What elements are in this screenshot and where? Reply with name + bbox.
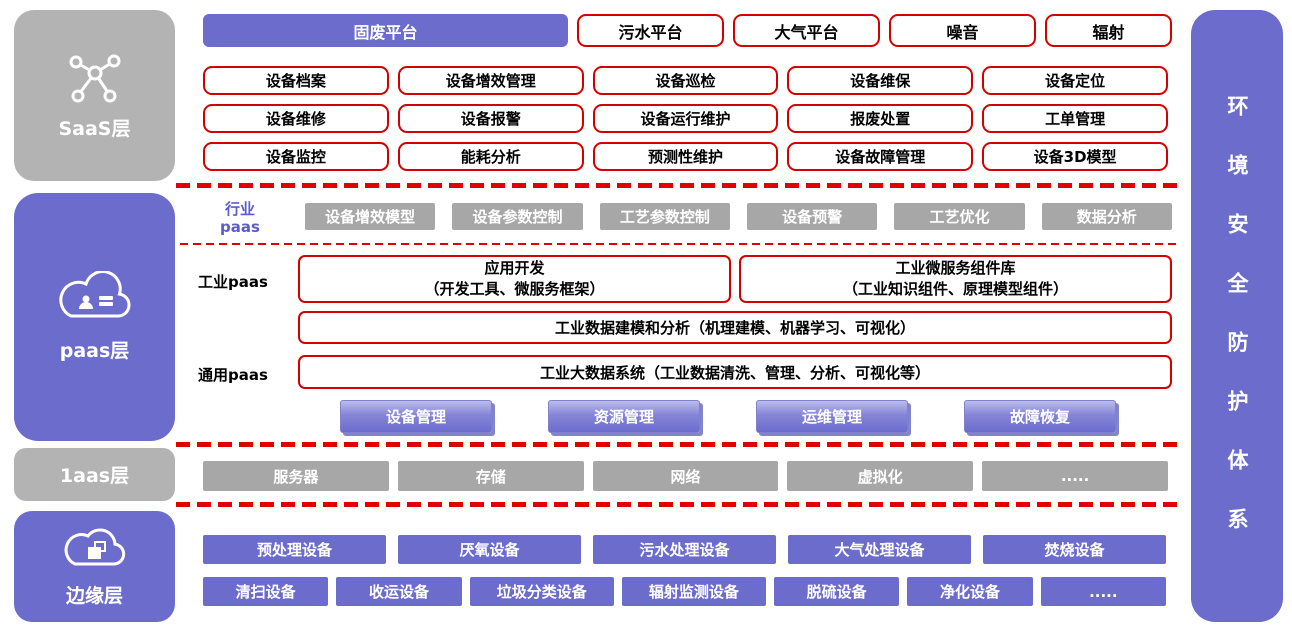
saas-module: 设备报警 [397,104,584,133]
app-development-box: 应用开发 （开发工具、微服务框架） [298,255,731,303]
security-system-bar: 环境安全防护体系 [1191,10,1283,622]
industry-paas-item: 工艺参数控制 [599,203,730,230]
saas-module: 设备监控 [203,142,389,171]
industry-paas-item: 工艺优化 [894,203,1025,230]
saas-grid-row: 设备档案 设备增效管理 设备巡检 设备维保 设备定位 [203,66,1168,95]
saas-grid-row: 设备维修 设备报警 设备运行维护 报废处置 工单管理 [203,104,1168,133]
ops-row: 设备管理 资源管理 运维管理 故障恢复 [340,400,1116,433]
platform-radiation: 辐射 [1045,14,1172,47]
iaas-network: 网络 [592,461,779,491]
general-paas-label: 通用paas [198,366,268,384]
saas-module-grid: 设备档案 设备增效管理 设备巡检 设备维保 设备定位 设备维修 设备报警 设备运… [203,66,1168,180]
layer-iaas: 1aas层 [14,448,175,501]
dashed-separator [176,183,1182,188]
iaas-row: 服务器 存储 网络 虚拟化 ..... [203,461,1168,491]
layer-edge-label: 边缘层 [65,584,123,607]
saas-module: 设备增效管理 [397,66,584,95]
edge-device: 大气处理设备 [788,535,971,564]
industrial-paas-label: 工业paas [198,273,268,291]
saas-module: 设备巡检 [592,66,779,95]
industry-paas-label-line1: 行业 [224,200,255,218]
layer-paas-label: paas层 [59,340,130,362]
iaas-virtualization: 虚拟化 [787,461,974,491]
platform-solid-waste: 固废平台 [203,14,568,47]
data-modeling-box: 工业数据建模和分析（机理建模、机器学习、可视化） [298,311,1172,344]
saas-module: 设备运行维护 [592,104,779,133]
industry-paas-row: 设备增效模型 设备参数控制 工艺参数控制 设备预警 工艺优化 数据分析 [305,203,1172,230]
ops-maintenance-management: 运维管理 [756,400,908,433]
microservice-library-box: 工业微服务组件库 （工业知识组件、原理模型组件） [739,255,1172,303]
edge-device: 污水处理设备 [593,535,776,564]
edge-device: 脱硫设备 [773,577,900,606]
edge-device: 净化设备 [907,577,1033,606]
dashed-separator [176,502,1182,507]
layer-saas-label: SaaS层 [58,117,131,140]
dashed-separator [176,442,1182,447]
saas-grid-row: 设备监控 能耗分析 预测性维护 设备故障管理 设备3D模型 [203,142,1168,171]
edge-device-row-1: 预处理设备 厌氧设备 污水处理设备 大气处理设备 焚烧设备 [203,535,1166,564]
cloud-box-icon [59,526,131,574]
industry-paas-item: 设备增效模型 [305,203,436,230]
saas-module: 设备定位 [982,66,1168,95]
industry-paas-label-line2: paas [220,218,260,236]
layer-saas: SaaS层 [14,10,175,181]
ops-fault-recovery: 故障恢复 [964,400,1116,433]
saas-module: 设备维保 [787,66,974,95]
edge-device: 收运设备 [336,577,462,606]
ops-resource-management: 资源管理 [548,400,700,433]
edge-device: 辐射监测设备 [621,577,766,606]
edge-device-more: ..... [1040,577,1166,606]
layer-edge: 边缘层 [14,511,175,622]
security-system-label: 环境安全防护体系 [1225,95,1249,567]
network-icon [63,51,127,107]
layer-iaas-label: 1aas层 [59,465,130,487]
bigdata-system-box: 工业大数据系统（工业数据清洗、管理、分析、可视化等） [298,355,1172,389]
edge-device: 厌氧设备 [398,535,581,564]
iaas-server: 服务器 [203,461,389,491]
saas-module: 设备档案 [203,66,389,95]
iaas-storage: 存储 [397,461,584,491]
edge-device-row-2: 清扫设备 收运设备 垃圾分类设备 辐射监测设备 脱硫设备 净化设备 ..... [203,577,1166,606]
edge-device: 垃圾分类设备 [469,577,614,606]
edge-device: 清扫设备 [203,577,329,606]
app-development-subtitle: （开发工具、微服务框架） [424,280,605,298]
saas-module: 工单管理 [982,104,1168,133]
saas-module: 能耗分析 [397,142,584,171]
platform-sewage: 污水平台 [577,14,724,47]
microservice-library-title: 工业微服务组件库 [895,259,1016,277]
saas-module: 预测性维护 [592,142,779,171]
platform-row: 固废平台 污水平台 大气平台 噪音 辐射 [203,14,1172,47]
ops-device-management: 设备管理 [340,400,492,433]
saas-module: 设备3D模型 [982,142,1168,171]
edge-device: 预处理设备 [203,535,386,564]
microservice-library-subtitle: （工业知识组件、原理模型组件） [842,280,1068,298]
platform-atmosphere: 大气平台 [733,14,880,47]
cloud-users-icon [52,271,138,329]
layer-paas: paas层 [14,193,175,441]
saas-module: 设备维修 [203,104,389,133]
edge-device: 焚烧设备 [983,535,1166,564]
dashed-separator-thin [180,243,1180,245]
iaas-more: ..... [982,461,1168,491]
app-development-title: 应用开发 [484,259,545,277]
industry-paas-label: 行业 paas [208,200,272,236]
platform-noise: 噪音 [889,14,1036,47]
industry-paas-item: 数据分析 [1041,203,1172,230]
saas-module: 设备故障管理 [787,142,974,171]
industry-paas-item: 设备预警 [746,203,878,230]
saas-module: 报废处置 [787,104,974,133]
industry-paas-item: 设备参数控制 [452,203,583,230]
